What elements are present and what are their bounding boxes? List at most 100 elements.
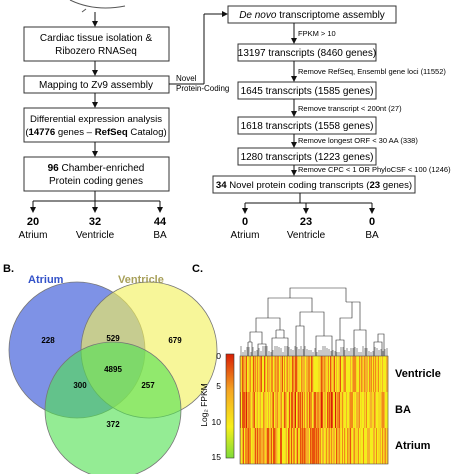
heatmap-cell — [371, 392, 373, 428]
heatmap-cell — [251, 356, 253, 392]
mapping-text: Mapping to Zv9 assembly — [39, 80, 153, 91]
heatmap-cell — [274, 392, 276, 428]
heatmap-cell — [346, 392, 348, 428]
heatmap-cell — [384, 392, 386, 428]
heatmap-cell — [293, 356, 295, 392]
filter-length: Remove transcript < 200nt (27) — [298, 104, 402, 113]
heatmap-cell — [330, 428, 332, 464]
heatmap-cell — [373, 392, 375, 428]
heatmap-cell — [347, 356, 349, 392]
heatmap-cell — [332, 428, 334, 464]
heatmap-cell — [353, 356, 355, 392]
heatmap-cell — [302, 428, 304, 464]
heatmap-cell — [335, 392, 337, 428]
heatmap-cell — [341, 428, 343, 464]
heatmap-cell — [367, 392, 369, 428]
heatmap-cell — [310, 392, 312, 428]
colorbar-tick-0: 0 — [216, 351, 221, 361]
heatmap-cell — [326, 356, 328, 392]
heatmap-cell — [259, 392, 261, 428]
heatmap-cell — [255, 392, 257, 428]
heatmap-cell — [298, 428, 300, 464]
heatmap-grid — [240, 356, 389, 464]
venn-value-ventricle-only: 679 — [168, 336, 182, 345]
heatmap-cell — [270, 392, 272, 428]
heatmap-cell — [387, 356, 389, 392]
heatmap-cell — [319, 356, 321, 392]
heatmap-cell — [387, 392, 389, 428]
heatmap-cell — [318, 428, 320, 464]
heatmap-cell — [316, 392, 318, 428]
heatmap-cell — [383, 428, 385, 464]
heatmap-cell — [313, 392, 315, 428]
heatmap-cell — [249, 428, 251, 464]
heatmap-cell — [305, 392, 307, 428]
heatmap-cell — [295, 392, 297, 428]
heatmap-cell — [268, 356, 270, 392]
heatmap-cell — [313, 428, 315, 464]
heatmap-cell — [364, 428, 366, 464]
transcripts-box-3 — [237, 116, 377, 135]
transcripts-box-1 — [237, 43, 377, 62]
heatmap-cell — [373, 428, 375, 464]
heatmap-cell — [360, 392, 362, 428]
heatmap-cell — [369, 392, 371, 428]
heatmap-cell — [371, 356, 373, 392]
left-outcome-count-atrium: 20 — [27, 216, 39, 228]
heatmap-cell — [336, 356, 338, 392]
heatmap-cell — [335, 428, 337, 464]
heatmap-cell — [380, 392, 382, 428]
right-outcome-label-atrium: Atrium — [231, 230, 260, 241]
chamber-text-2: Protein coding genes — [49, 176, 143, 187]
heatmap-cell — [246, 428, 248, 464]
heatmap-cell — [380, 428, 382, 464]
heatmap-cell — [334, 428, 336, 464]
heatmap-cell — [298, 392, 300, 428]
heatmap-cell — [320, 392, 322, 428]
heatmap-cell — [364, 356, 366, 392]
heatmap-cell — [292, 392, 294, 428]
row-label-atrium: Atrium — [395, 440, 431, 452]
heatmap-cell — [254, 392, 256, 428]
dea-text-1: Differential expression analysis — [30, 114, 162, 125]
heatmap-cell — [362, 428, 364, 464]
venn-atrium-label: Atrium — [28, 274, 64, 286]
heatmap-cell — [352, 428, 354, 464]
heatmap-cell — [285, 356, 287, 392]
heatmap-cell — [382, 428, 384, 464]
heatmap-cell — [332, 356, 334, 392]
heatmap-cell — [276, 392, 278, 428]
heatmap-cell — [385, 392, 387, 428]
heatmap-cell — [257, 392, 259, 428]
heatmap-cell — [258, 356, 260, 392]
heatmap-cell — [321, 392, 323, 428]
heatmap-cell — [299, 428, 301, 464]
heatmap-cell — [286, 428, 288, 464]
heatmap-cell — [365, 428, 367, 464]
heatmap-cell — [302, 392, 304, 428]
heatmap-cell — [275, 356, 277, 392]
heatmap-cell — [310, 428, 312, 464]
heatmap-cell — [383, 356, 385, 392]
heatmap-cell — [350, 392, 352, 428]
heatmap-cell — [284, 356, 286, 392]
heatmap-cell — [379, 356, 381, 392]
heatmap-cell — [260, 356, 262, 392]
denovo-box — [227, 5, 397, 24]
heatmap-cell — [344, 428, 346, 464]
heatmap-cell — [311, 392, 313, 428]
heatmap-cell — [312, 392, 314, 428]
heatmap-cell — [327, 428, 329, 464]
heatmap-cell — [254, 356, 256, 392]
filter-cpc: Remove CPC < 1 OR PhyloCSF < 100 (1246) — [298, 165, 451, 174]
heatmap-cell — [323, 356, 325, 392]
venn-value-atrium-only: 228 — [41, 336, 55, 345]
venn-value-all-three: 4895 — [104, 365, 122, 374]
dendrogram-leaves — [240, 346, 388, 356]
heatmap-cell — [315, 392, 317, 428]
heatmap-cell — [370, 428, 372, 464]
heatmap-cell — [246, 356, 248, 392]
heatmap-cell — [346, 356, 348, 392]
heatmap-cell — [301, 356, 303, 392]
heatmap-cell — [353, 428, 355, 464]
